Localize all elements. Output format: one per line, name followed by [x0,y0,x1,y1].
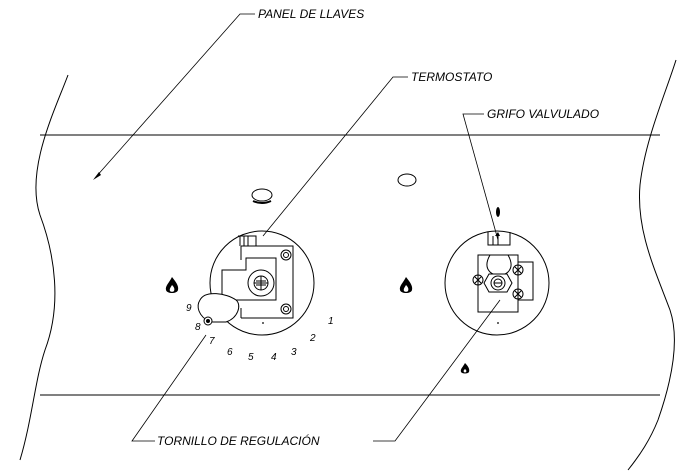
small-indicator [496,207,500,217]
flame-icon-small [460,363,470,374]
dial-number-6: 6 [227,347,233,358]
screw-leader-line-left [131,334,207,442]
screw-leader-line-right [373,299,501,442]
valve-label: GRIFO VALVULADO [487,107,599,121]
dial-number-2: 2 [309,333,316,344]
valve-leader-line [462,113,499,241]
dial-number-9: 9 [186,303,192,314]
flame-icon-middle [399,277,413,293]
dial-number-3: 3 [291,347,297,358]
oval-indicator-left [251,188,273,204]
oval-indicator-right [397,173,417,187]
dial-number-4: 4 [271,352,277,363]
panel-leader-arrow [93,172,101,180]
break-line-right [627,59,677,471]
break-line-left [19,74,69,461]
dial-number-8: 8 [195,322,201,333]
thermostat-label: TERMOSTATO [411,70,492,84]
dial-number-7: 7 [209,336,215,347]
thermostat-knob[interactable] [197,230,315,336]
dial-number-1: 1 [328,316,334,327]
screw-label: TORNILLO DE REGULACIÓN [157,433,320,448]
panel-leader-line [94,13,255,179]
flame-icon-left [165,277,179,293]
dial-number-5: 5 [248,352,254,363]
panel-label: PANEL DE LLAVES [258,7,364,21]
valve-knob[interactable] [444,230,550,336]
thermostat-leader-line [262,76,408,237]
